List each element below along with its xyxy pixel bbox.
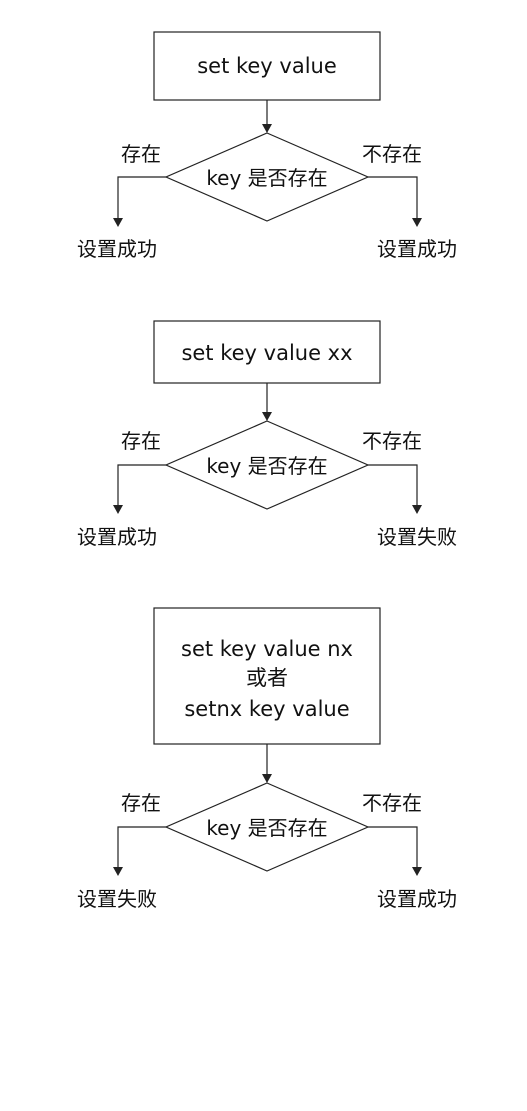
command-box	[153, 607, 381, 745]
arrowhead	[113, 867, 123, 876]
arrowhead	[262, 412, 272, 421]
decision-diamond	[164, 132, 370, 222]
left-branch-label: 存在	[121, 791, 161, 815]
left-result: 设置成功	[77, 525, 157, 549]
arrowhead	[113, 505, 123, 514]
arrowhead	[412, 505, 422, 514]
right-branch-line	[368, 826, 418, 869]
right-result: 设置成功	[377, 887, 457, 911]
flow-set-xx: set key value xx key 是否存在 存在 不存在 设置成功 设置…	[77, 320, 457, 549]
left-branch-line	[117, 826, 166, 869]
arrowhead	[113, 218, 123, 227]
arrowhead	[412, 867, 422, 876]
command-box	[153, 31, 381, 101]
flow-set-nx: set key value nx 或者 setnx key value key …	[77, 607, 457, 911]
right-branch-line	[368, 464, 418, 507]
right-branch-line	[368, 176, 418, 220]
command-text-line-1: set key value nx	[181, 637, 353, 661]
decision-text: key 是否存在	[206, 816, 327, 840]
flow-set: set key value key 是否存在 存在 不存在 设置成功 设置成功	[77, 31, 457, 261]
decision-text: key 是否存在	[206, 454, 327, 478]
command-text: set key value	[197, 54, 337, 78]
decision-diamond	[164, 782, 370, 872]
arrowhead	[262, 774, 272, 783]
left-result: 设置成功	[77, 237, 157, 261]
right-result: 设置失败	[377, 525, 457, 549]
right-result: 设置成功	[377, 237, 457, 261]
arrowhead	[262, 124, 272, 133]
command-text: set key value xx	[181, 341, 352, 365]
command-text-line-3: setnx key value	[184, 697, 349, 721]
left-branch-label: 存在	[121, 429, 161, 453]
right-branch-label: 不存在	[362, 791, 422, 815]
decision-text: key 是否存在	[206, 166, 327, 190]
command-box	[153, 320, 381, 384]
left-branch-line	[117, 464, 166, 507]
right-branch-label: 不存在	[362, 142, 422, 166]
left-branch-label: 存在	[121, 142, 161, 166]
arrowhead	[412, 218, 422, 227]
decision-diamond	[164, 420, 370, 510]
right-branch-label: 不存在	[362, 429, 422, 453]
command-text-line-2: 或者	[246, 666, 288, 690]
left-result: 设置失败	[77, 887, 157, 911]
left-branch-line	[117, 176, 166, 220]
